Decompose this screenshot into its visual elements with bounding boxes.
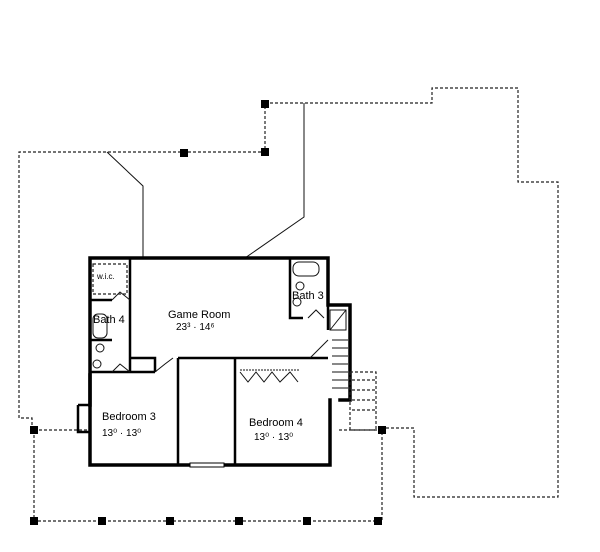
game-room-label: Game Room xyxy=(168,309,230,321)
toilet xyxy=(295,281,305,291)
interior-walls xyxy=(90,258,330,465)
shower xyxy=(329,309,347,331)
bedroom4-dims: 13⁰ · 13⁰ xyxy=(254,432,293,443)
column xyxy=(30,517,38,525)
column xyxy=(235,517,243,525)
sink xyxy=(292,297,302,307)
game-room-dims: 23³ · 14⁶ xyxy=(176,322,215,333)
bedroom3-dims: 13⁰ · 13⁰ xyxy=(102,428,141,439)
column xyxy=(166,517,174,525)
column xyxy=(378,426,386,434)
toilet xyxy=(95,343,105,353)
wic-label: w.i.c. xyxy=(96,272,115,281)
bath4-label: Bath 4 xyxy=(93,314,125,326)
roof-outline-left xyxy=(18,103,266,430)
bathtub xyxy=(92,313,108,339)
column xyxy=(30,426,38,434)
wic-shelf xyxy=(92,263,128,295)
stairs xyxy=(332,339,377,431)
porch-columns xyxy=(30,100,386,525)
bathtub xyxy=(292,261,320,277)
bedroom4-label: Bedroom 4 xyxy=(249,417,303,429)
column xyxy=(261,100,269,108)
roof-outline-right xyxy=(244,87,559,498)
fixtures xyxy=(92,261,347,369)
bath3-label: Bath 3 xyxy=(292,290,324,302)
column xyxy=(261,148,269,156)
sink xyxy=(92,359,102,369)
column xyxy=(98,517,106,525)
bedroom3-label: Bedroom 3 xyxy=(102,411,156,423)
column xyxy=(374,517,382,525)
column xyxy=(303,517,311,525)
column xyxy=(180,149,188,157)
